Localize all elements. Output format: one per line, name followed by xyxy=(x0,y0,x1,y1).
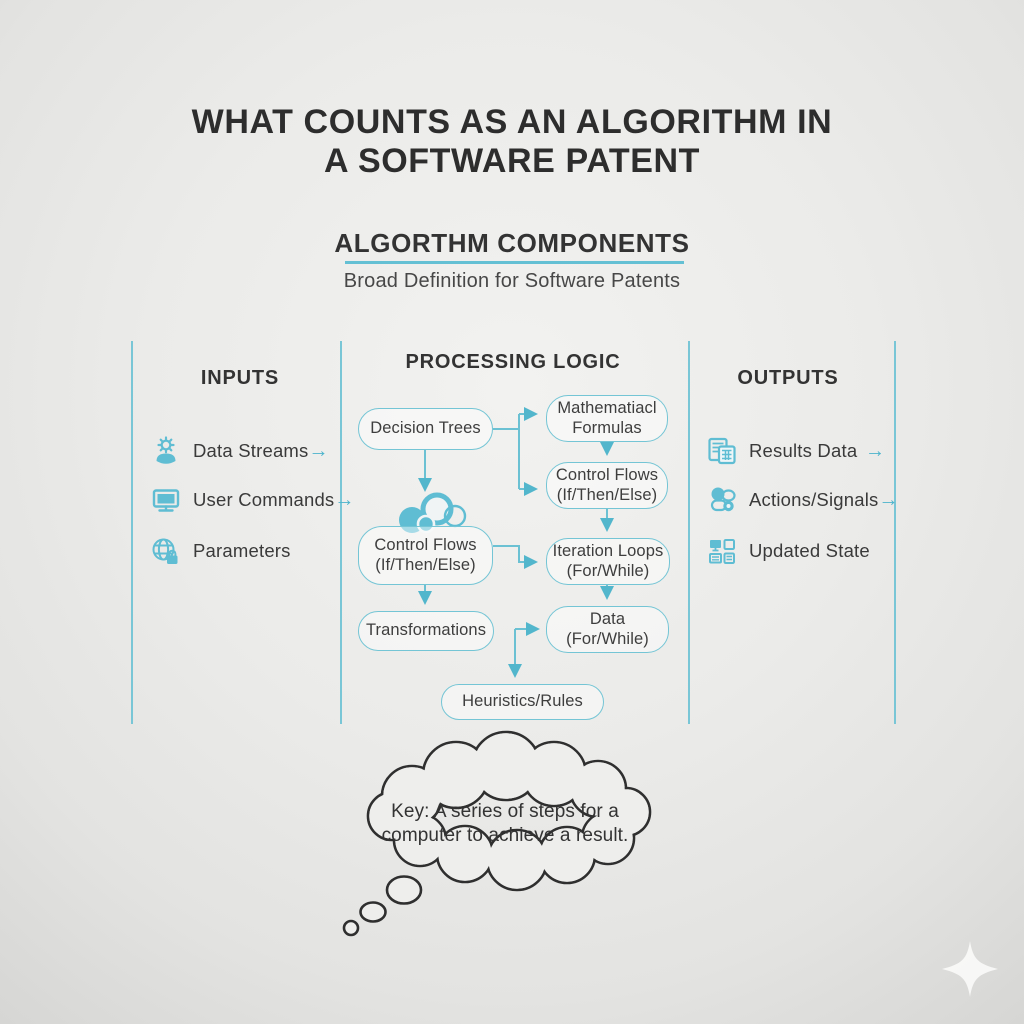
devices-grid-icon xyxy=(705,534,739,568)
input-item-parameters: Parameters xyxy=(149,533,327,569)
page-title-line2: A SOFTWARE PATENT xyxy=(324,142,700,180)
node-label: Decision Trees xyxy=(370,419,481,438)
divider-line-1 xyxy=(131,341,133,724)
right-arrow-icon: → xyxy=(878,488,899,511)
page-title: WHAT COUNTS AS AN ALGORITHM IN A SOFTWAR… xyxy=(0,103,1024,181)
input-label: User Commands xyxy=(193,489,335,510)
node-label: (For/While) xyxy=(566,629,649,648)
input-item-data-streams: Data Streams → xyxy=(149,433,329,469)
key-definition-text: Key: A series of steps for a computer to… xyxy=(355,800,655,848)
node-label: (If/Then/Else) xyxy=(556,485,658,504)
output-label: Actions/Signals xyxy=(749,489,879,510)
node-label: Control Flows xyxy=(374,536,477,555)
flow-node-mathematical-formulas: Mathematiacl Formulas xyxy=(546,395,668,442)
globe-lock-icon xyxy=(149,534,183,568)
output-label: Updated State xyxy=(749,540,870,561)
user-gear-icon xyxy=(149,434,183,468)
inputs-header: INPUTS xyxy=(200,367,280,389)
monitor-icon xyxy=(149,483,183,517)
right-arrow-icon: → xyxy=(865,439,885,462)
report-window-icon xyxy=(705,434,739,468)
flow-node-control-flows-right: Control Flows (If/Then/Else) xyxy=(546,462,668,509)
input-label: Data Streams xyxy=(193,440,309,461)
input-label: Parameters xyxy=(193,540,291,561)
node-label: Mathematiacl xyxy=(557,399,657,418)
outputs-header: OUTPUTS xyxy=(737,367,839,389)
output-item-actions-signals: Actions/Signals → xyxy=(705,482,898,518)
flow-node-heuristics-rules: Heuristics/Rules xyxy=(441,684,604,720)
output-label: Results Data xyxy=(749,440,858,461)
flow-node-data-loop: Data (For/While) xyxy=(546,606,669,653)
right-arrow-icon: → xyxy=(334,488,355,511)
processing-header: PROCESSING LOGIC xyxy=(405,351,621,373)
divider-line-2 xyxy=(340,341,342,724)
section-heading-underline xyxy=(345,261,684,264)
flow-node-iteration-loops: Iteration Loops (For/While) xyxy=(546,538,670,585)
flow-node-transformations: Transformations xyxy=(358,611,494,651)
node-label: Iteration Loops xyxy=(552,542,664,561)
input-item-user-commands: User Commands → xyxy=(149,482,354,518)
right-arrow-icon: → xyxy=(308,439,329,462)
node-label: Formulas xyxy=(572,418,642,437)
node-label: (If/Then/Else) xyxy=(375,555,476,574)
page-title-line1: WHAT COUNTS AS AN ALGORITHM IN xyxy=(191,103,833,141)
key-definition-line2: computer to achieve a result. xyxy=(381,825,629,846)
section-heading: ALGORTHM COMPONENTS xyxy=(334,228,690,258)
output-item-results-data: Results Data → xyxy=(705,433,885,469)
output-item-updated-state: Updated State xyxy=(705,533,885,569)
node-label: Transformations xyxy=(365,621,487,640)
signal-bubbles-icon xyxy=(705,483,739,517)
node-label: (For/While) xyxy=(566,561,650,580)
node-label: Control Flows xyxy=(555,466,659,485)
divider-line-3 xyxy=(688,341,690,724)
section-subheading: Broad Definition for Software Patents xyxy=(343,270,681,292)
flow-node-decision-trees: Decision Trees xyxy=(358,408,493,450)
key-definition-line1: Key: A series of steps for a xyxy=(391,801,619,822)
divider-line-4 xyxy=(894,341,896,724)
thought-bubble-trail xyxy=(342,875,423,937)
sparkle-icon xyxy=(942,941,998,997)
node-label: Heuristics/Rules xyxy=(462,692,583,711)
node-label: Data xyxy=(589,610,626,629)
flow-node-control-flows-left: Control Flows (If/Then/Else) xyxy=(358,526,493,585)
